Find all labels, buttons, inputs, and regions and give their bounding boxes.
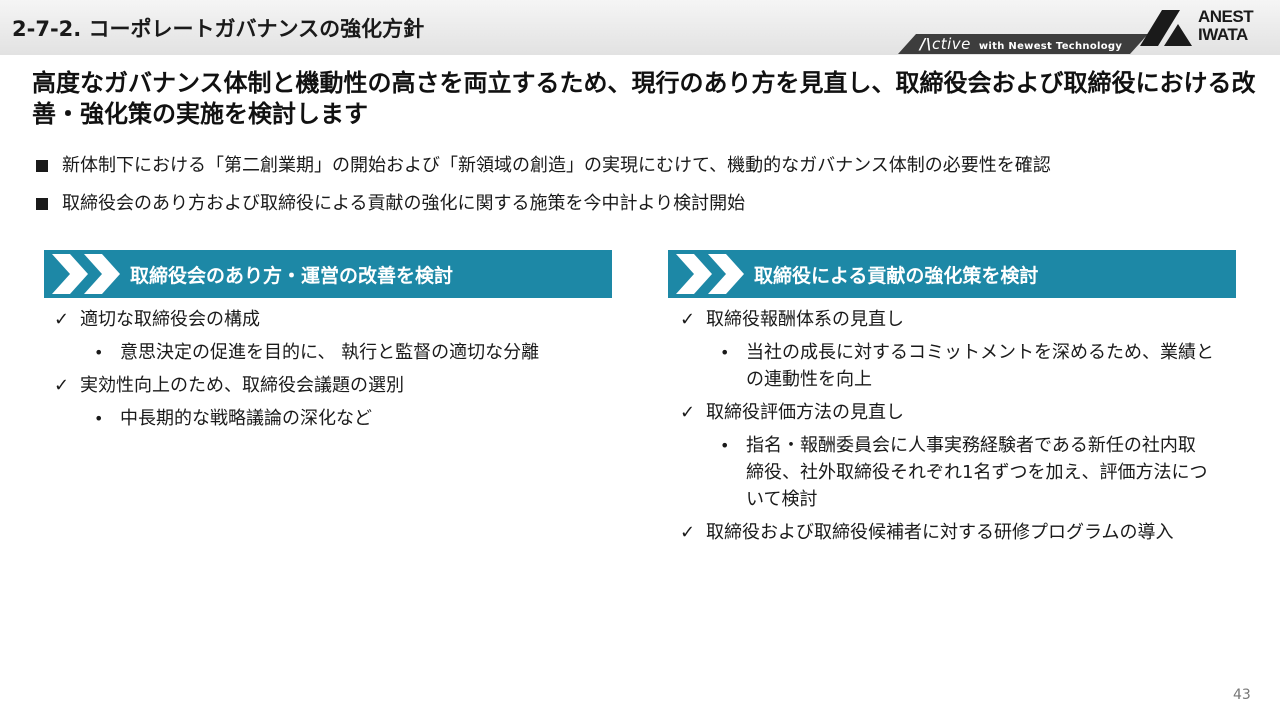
check-icon: ✓: [680, 522, 696, 543]
sub-item: • 指名・報酬委員会に人事実務経験者である新任の社内取締役、社外取締役それぞれ1…: [676, 432, 1208, 513]
bullet-dot-icon: •: [94, 409, 104, 428]
bullet-item: 新体制下における「第二創業期」の開始および「新領域の創造」の実現にむけて、機動的…: [36, 154, 1266, 192]
company-logo-icon: [1140, 10, 1192, 46]
right-column-header: 取締役による貢献の強化策を検討: [668, 250, 1236, 298]
check-icon: ✓: [680, 309, 696, 330]
left-column-header-label: 取締役会のあり方・運営の改善を検討: [130, 265, 454, 287]
logo-text: ANEST IWATA: [1198, 7, 1254, 44]
sub-item: • 当社の成長に対するコミットメントを深めるため、業績との連動性を向上: [676, 339, 1226, 393]
bullet-square-icon: [36, 198, 48, 210]
sub-item: • 中長期的な戦略議論の深化など: [50, 405, 600, 432]
bullet-dot-icon: •: [720, 436, 730, 455]
check-icon: ✓: [54, 375, 70, 396]
check-item: ✓ 取締役および取締役候補者に対する研修プログラムの導入: [676, 519, 1226, 546]
double-chevron-icon: [676, 254, 744, 294]
right-column-header-label: 取締役による貢献の強化策を検討: [754, 265, 1039, 287]
left-column: ✓ 適切な取締役会の構成 • 意思決定の促進を目的に、 執行と監督の適切な分離 …: [50, 306, 600, 438]
check-item: ✓ 適切な取締役会の構成: [50, 306, 600, 333]
left-column-header: 取締役会のあり方・運営の改善を検討: [44, 250, 612, 298]
page-title: 2-7-2. コーポレートガバナンスの強化方針: [12, 17, 425, 41]
check-icon: ✓: [54, 309, 70, 330]
check-item: ✓ 実効性向上のため、取締役会議題の選別: [50, 372, 600, 399]
headline: 高度なガバナンス体制と機動性の高さを両立するため、現行のあり方を見直し、取締役会…: [32, 69, 1256, 128]
check-item: ✓ 取締役評価方法の見直し: [676, 399, 1236, 426]
right-column: ✓ 取締役報酬体系の見直し • 当社の成長に対するコミットメントを深めるため、業…: [676, 306, 1236, 549]
check-icon: ✓: [680, 402, 696, 423]
bullet-square-icon: [36, 160, 48, 172]
sub-item: • 意思決定の促進を目的に、 執行と監督の適切な分離: [50, 339, 595, 366]
bullet-list: 新体制下における「第二創業期」の開始および「新領域の創造」の実現にむけて、機動的…: [36, 154, 1266, 230]
company-logo: ANEST IWATA: [1140, 6, 1275, 50]
check-item: ✓ 取締役報酬体系の見直し: [676, 306, 1236, 333]
page-number: 43: [1233, 687, 1251, 703]
tagline-banner-shape: [898, 34, 1148, 54]
bullet-dot-icon: •: [94, 343, 104, 362]
double-chevron-icon: [52, 254, 120, 294]
bullet-dot-icon: •: [720, 343, 730, 362]
bullet-item: 取締役会のあり方および取締役による貢献の強化に関する施策を今中計より検討開始: [36, 192, 1266, 230]
